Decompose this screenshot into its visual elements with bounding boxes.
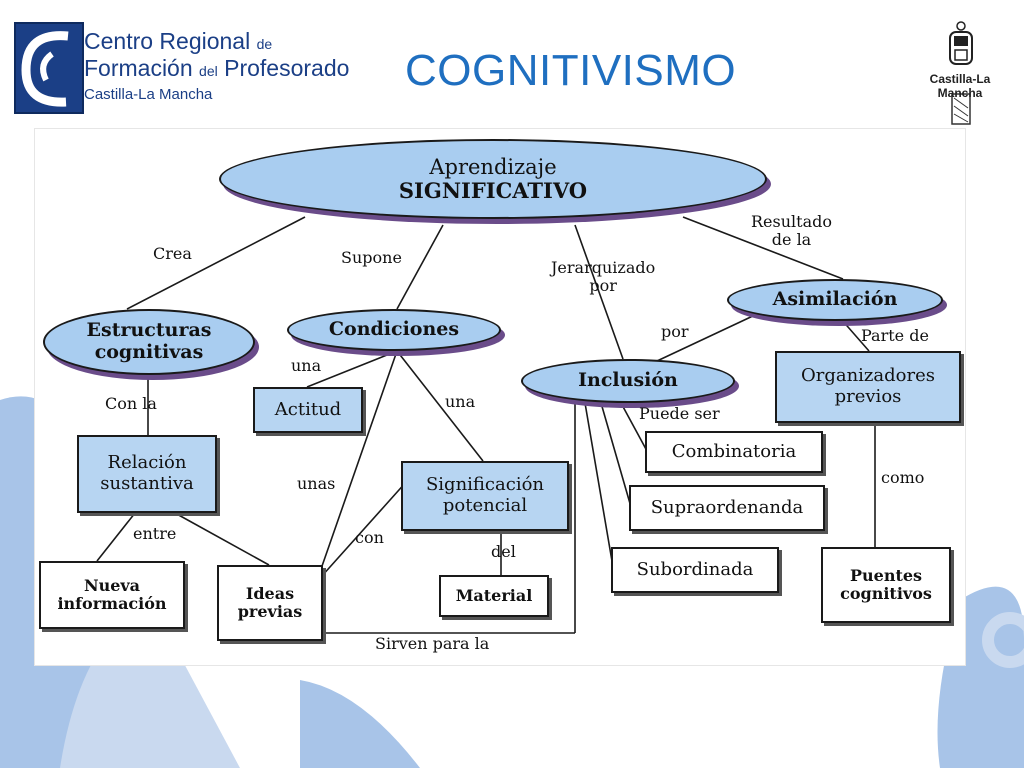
inclusion-label: Inclusión (578, 369, 678, 392)
node-organizadores-previos: Organizadores previos (775, 351, 961, 423)
link-entre: entre (133, 524, 177, 543)
subordinada-label: Subordinada (636, 558, 754, 580)
puentes-line-2: cognitivos (840, 584, 932, 603)
node-actitud: Actitud (253, 387, 363, 433)
concept-map: Aprendizaje SIGNIFICATIVO Estructuras co… (34, 128, 966, 666)
node-subordinada: Subordinada (611, 547, 779, 593)
actitud-label: Actitud (274, 398, 342, 420)
resultado-line-2: de la (771, 229, 812, 249)
node-ideas-previas: Ideas previas (217, 565, 323, 641)
ideas-line-2: previas (237, 602, 303, 621)
organizadores-line-2: previos (834, 386, 902, 407)
link-con: con (355, 528, 384, 547)
link-del: del (491, 542, 516, 561)
logo-line-3: Castilla-La Mancha (84, 86, 213, 103)
link-supone: Supone (341, 248, 402, 267)
supraordenanda-label: Supraordenanda (650, 496, 804, 518)
node-inclusion: Inclusión (521, 359, 735, 403)
logo-line-2: Formación del Profesorado (84, 55, 350, 81)
right-logo-label: Castilla-La Mancha (929, 72, 991, 100)
castilla-la-mancha-logo: Castilla-La Mancha (914, 16, 1006, 132)
node-condiciones: Condiciones (287, 309, 501, 351)
node-puentes-cognitivos: Puentes cognitivos (821, 547, 951, 623)
puentes-line-1: Puentes (849, 565, 923, 585)
aprendizaje-line-2: SIGNIFICATIVO (398, 178, 588, 203)
cfp-logo: Centro Regional de Formación del Profeso… (14, 22, 349, 114)
node-nueva-informacion: Nueva información (39, 561, 185, 629)
link-una-actitud: una (291, 356, 322, 375)
nueva-line-2: información (57, 594, 167, 613)
logo-line-1: Centro Regional de (84, 28, 273, 54)
node-aprendizaje-significativo: Aprendizaje SIGNIFICATIVO (219, 139, 767, 219)
crest-icon (949, 21, 973, 125)
link-crea: Crea (153, 244, 192, 263)
link-unas: unas (297, 474, 336, 493)
combinatoria-label: Combinatoria (671, 440, 797, 462)
significacion-line-2: potencial (442, 495, 528, 516)
node-combinatoria: Combinatoria (645, 431, 823, 473)
estructuras-line-1: Estructuras (86, 319, 212, 342)
relacion-line-2: sustantiva (100, 473, 194, 494)
nueva-line-1: Nueva (83, 575, 141, 595)
node-significacion-potencial: Significación potencial (401, 461, 569, 531)
aprendizaje-line-1: Aprendizaje (429, 154, 557, 179)
link-parte-de: Parte de (861, 326, 929, 345)
link-jerarquizado: Jerarquizado por (551, 259, 655, 294)
significacion-line-1: Significación (425, 474, 545, 496)
cfp-logo-icon (14, 22, 84, 114)
link-sirven-para-la: Sirven para la (375, 634, 490, 653)
estructuras-line-2: cognitivas (94, 341, 204, 363)
node-asimilacion: Asimilación (727, 279, 943, 321)
node-material: Material (439, 575, 549, 617)
node-relacion-sustantiva: Relación sustantiva (77, 435, 217, 513)
node-supraordenanda: Supraordenanda (629, 485, 825, 531)
node-estructuras-cognitivas: Estructuras cognitivas (43, 309, 255, 375)
ideas-line-1: Ideas (245, 583, 295, 603)
jerarquizado-line-2: por (589, 275, 617, 295)
relacion-line-1: Relación (107, 452, 187, 474)
connector-lines (96, 216, 876, 634)
jerarquizado-line-1: Jerarquizado (551, 258, 656, 277)
organizadores-line-1: Organizadores (800, 365, 936, 387)
link-resultado: Resultado de la (751, 213, 832, 248)
condiciones-label: Condiciones (328, 318, 460, 341)
resultado-line-1: Resultado (751, 212, 832, 231)
link-una-significacion: una (445, 392, 476, 411)
link-por: por (661, 322, 689, 341)
asimilacion-label: Asimilación (772, 288, 898, 311)
link-puede-ser: Puede ser (639, 404, 720, 423)
material-label: Material (455, 585, 533, 605)
link-como: como (881, 468, 925, 487)
page-title: COGNITIVISMO (405, 46, 737, 95)
link-con-la: Con la (105, 394, 157, 413)
